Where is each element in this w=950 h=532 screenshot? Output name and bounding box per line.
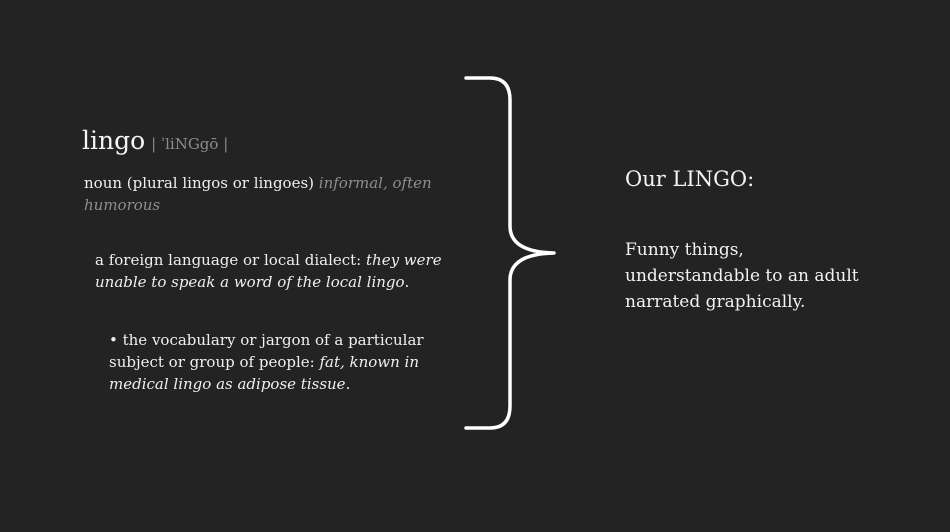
- pronunciation: | ˈliNGgō |: [151, 135, 229, 153]
- dictionary-entry-header: lingo | ˈliNGgō |: [82, 126, 228, 155]
- summary-line-2: understandable to an adult: [625, 266, 859, 286]
- sense-1-end: .: [404, 273, 410, 291]
- sense-2-example: fat, known in medical lingo as adipose t…: [109, 353, 420, 393]
- part-of-speech: noun (plural lingos or lingoes): [84, 174, 315, 192]
- definition-sense-1: a foreign language or local dialect: the…: [95, 249, 455, 293]
- summary-title: Our LINGO:: [625, 167, 755, 191]
- register-label: informal, often humorous: [84, 174, 432, 214]
- summary-description: Funny things, understandable to an adult…: [625, 237, 925, 315]
- part-of-speech-line: noun (plural lingos or lingoes) informal…: [84, 172, 454, 216]
- definition-sense-2: • the vocabulary or jargon of a particul…: [109, 329, 449, 395]
- sense-1-example: they were unable to speak a word of the …: [95, 251, 442, 291]
- sense-2-end: .: [345, 375, 351, 393]
- summary-line-3: narrated graphically.: [625, 292, 806, 312]
- headword: lingo: [82, 126, 146, 155]
- curly-brace-icon: [464, 76, 556, 430]
- summary-line-1: Funny things,: [625, 240, 744, 260]
- sense-1-text: a foreign language or local dialect:: [95, 251, 366, 269]
- sense-2-text: • the vocabulary or jargon of a particul…: [109, 331, 424, 371]
